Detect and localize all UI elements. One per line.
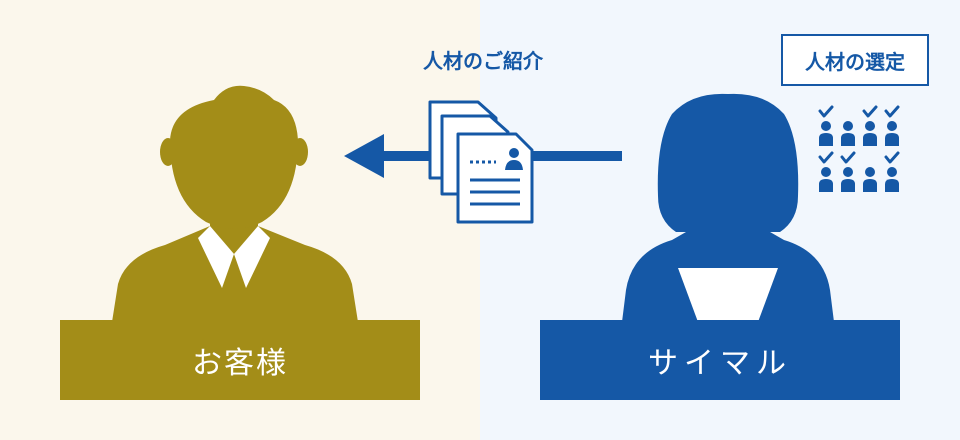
provider-label-box: サイマル	[540, 320, 900, 400]
candidate-person-icon	[885, 167, 899, 192]
checkmark-icon	[840, 151, 856, 164]
candidate-person-icon	[863, 167, 877, 192]
candidate-person-icon	[841, 167, 855, 192]
provider-silhouette-icon	[622, 93, 834, 322]
candidate-person-icon	[819, 167, 833, 192]
checkmark-icon	[862, 105, 878, 118]
checkmark-icon	[818, 105, 834, 118]
checkmark-icon	[818, 151, 834, 164]
candidate-grid	[818, 105, 900, 192]
resume-photo-icon	[505, 148, 523, 170]
client-silhouette-icon	[112, 85, 358, 322]
client-label-box: お客様	[60, 320, 420, 400]
candidate-person-icon	[885, 121, 899, 146]
candidate-person-icon	[863, 121, 877, 146]
introduction-label: 人材のご紹介	[423, 49, 543, 73]
checkmark-icon	[884, 105, 900, 118]
candidate-person-icon	[841, 121, 855, 146]
checkmark-icon	[884, 151, 900, 164]
candidate-person-icon	[819, 121, 833, 146]
selection-badge: 人材の選定	[781, 34, 929, 86]
